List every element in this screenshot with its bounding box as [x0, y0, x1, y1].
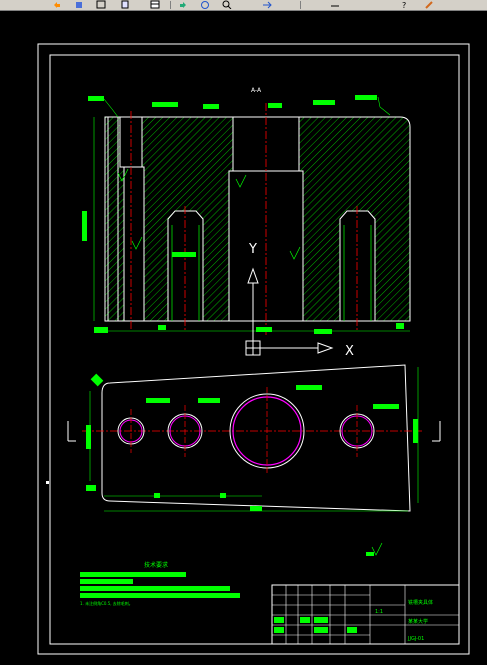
title-number: JJGJ-01 [407, 636, 424, 642]
toolbar: ? [0, 0, 487, 11]
table-icon[interactable] [150, 0, 160, 9]
cad-drawing: A-A [37, 43, 470, 655]
sheet-outer-border [37, 43, 470, 655]
sheet-inner-border [49, 54, 460, 645]
title-scale: 1:1 [375, 609, 383, 615]
drawing-canvas[interactable]: A-A [0, 11, 487, 665]
dimension-icon[interactable] [330, 0, 340, 9]
ucs-icon: Y X [245, 242, 354, 359]
title-drawing-name: 铣槽夹具体 [408, 599, 433, 606]
redo-icon[interactable] [178, 0, 188, 9]
cursor-mark [46, 481, 49, 484]
title-school: 某某大学 [408, 618, 428, 625]
tech-requirements: 技术要求 1. 未注倒角C0.5, 去除毛刺。 [80, 561, 240, 606]
section-view [82, 95, 411, 336]
axis-y-label: Y [248, 242, 257, 257]
orbit-icon[interactable] [200, 0, 210, 9]
paint-icon[interactable] [74, 0, 84, 9]
title-block: 1:1 铣槽夹具体 某某大学 JJGJ-01 [271, 584, 460, 645]
tech-title: 技术要求 [144, 561, 168, 569]
tech-note: 1. 未注倒角C0.5, 去除毛刺。 [80, 600, 133, 606]
axis-x-label: X [345, 344, 354, 359]
help-icon[interactable]: ? [400, 0, 410, 9]
svg-text:?: ? [402, 1, 406, 9]
pan-icon[interactable] [262, 0, 272, 9]
top-view [67, 364, 441, 556]
block-icon[interactable] [120, 0, 130, 9]
zoom-icon[interactable] [222, 0, 232, 9]
layer-icon[interactable] [96, 0, 106, 9]
undo-icon[interactable] [52, 0, 62, 9]
properties-icon[interactable] [424, 0, 434, 9]
section-label: A-A [251, 87, 262, 94]
